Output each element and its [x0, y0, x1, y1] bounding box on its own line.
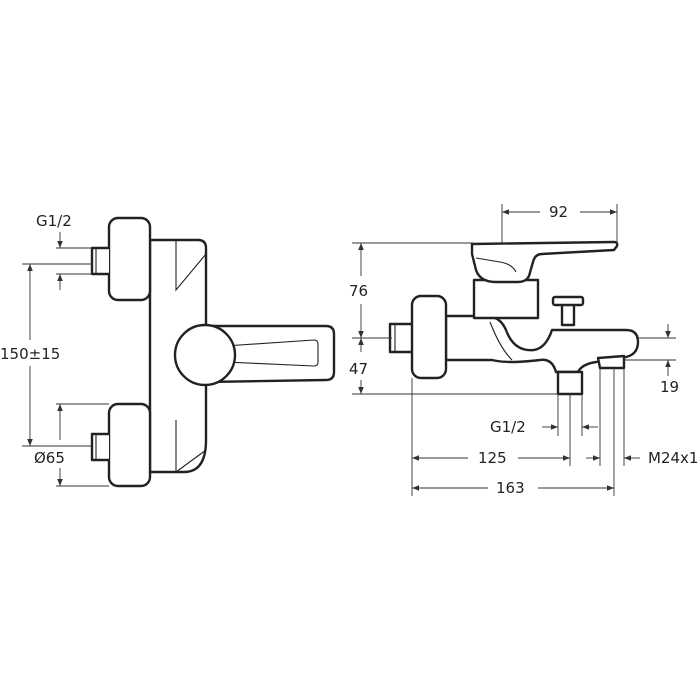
side-view: 92 76 47 19 G1/2 125 M24x	[349, 203, 698, 497]
label-lever-height: 76	[349, 282, 368, 300]
upper-rosette	[107, 216, 152, 302]
upper-inlet-thread	[90, 246, 109, 276]
side-lever	[470, 240, 619, 284]
lower-rosette	[107, 402, 152, 488]
body-facet-bottom	[175, 420, 207, 474]
label-aerator-height: 19	[660, 378, 679, 396]
lower-inlet-thread	[90, 432, 109, 462]
lever	[203, 324, 336, 384]
label-spout-thread: G1/2	[490, 418, 526, 436]
side-body-curve	[489, 321, 513, 361]
side-inlet-thread	[388, 322, 412, 354]
lever-slot	[224, 339, 319, 367]
label-lever-projection: 92	[549, 203, 568, 221]
diverter-stem	[560, 301, 576, 327]
label-inlet-spacing: 150±15	[0, 345, 60, 363]
side-rosette	[410, 294, 448, 380]
label-outlet-distance: 125	[478, 449, 507, 467]
body-facet-top	[175, 240, 207, 292]
lever-hub	[173, 323, 237, 387]
cartridge-column	[472, 278, 540, 320]
diverter-knob	[551, 295, 585, 307]
side-lever-line	[475, 257, 517, 273]
label-overall-projection: 163	[496, 479, 525, 497]
front-view: G1/2 150±15 Ø65	[0, 212, 336, 488]
spout-outlet	[556, 370, 584, 396]
label-aerator-thread: M24x1	[648, 449, 698, 467]
label-body-height: 47	[349, 360, 368, 378]
aerator	[596, 354, 626, 370]
side-body	[444, 314, 640, 374]
label-rosette-diameter: Ø65	[34, 449, 65, 467]
label-inlet-thread: G1/2	[36, 212, 72, 230]
